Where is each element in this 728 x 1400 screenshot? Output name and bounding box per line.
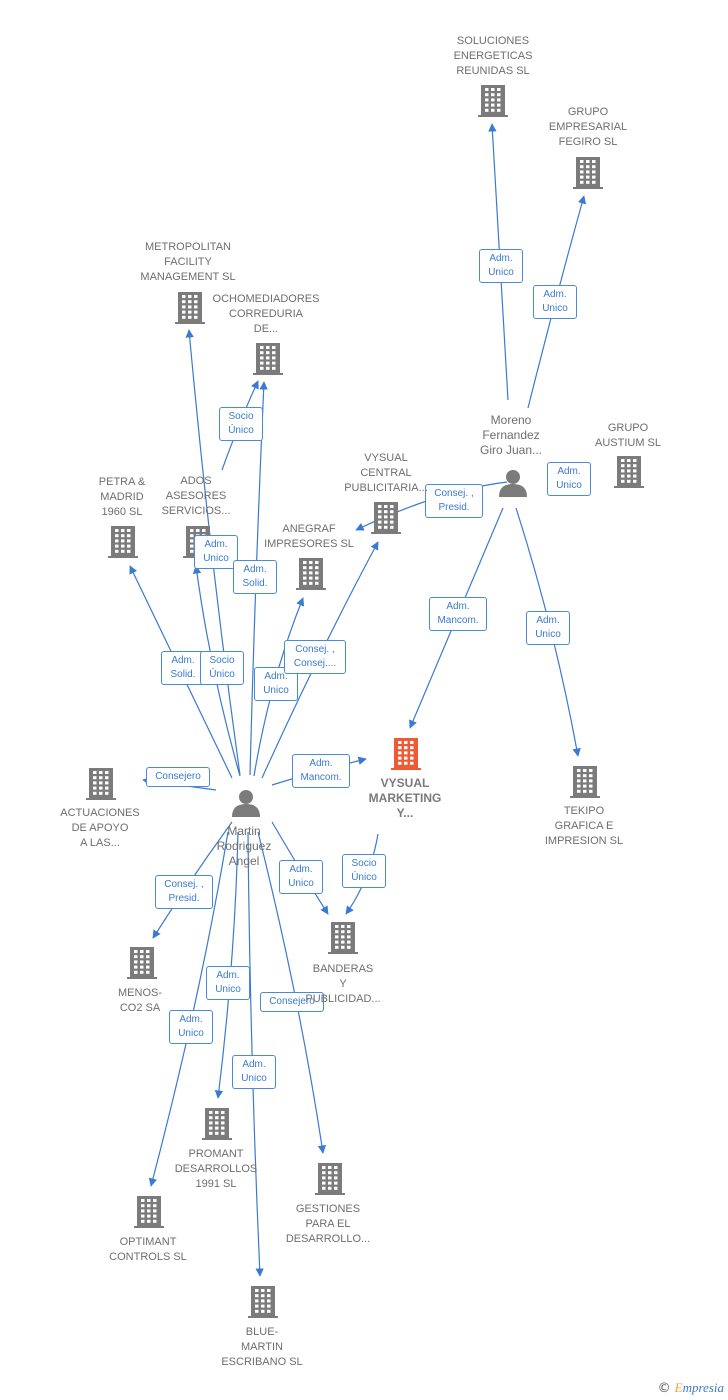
relation-label-moreno-vysual-central[interactable]: Consej. , Presid. <box>425 484 483 518</box>
relation-edge-martin-blue <box>247 831 264 1277</box>
relation-label-martin-ados[interactable]: Socio Único <box>200 651 244 685</box>
company-label-menos[interactable]: MENOS- CO2 SA <box>118 987 162 1014</box>
relation-label-martin-menos[interactable]: Consej. , Presid. <box>155 875 213 909</box>
building-icon-promant[interactable] <box>202 1108 232 1140</box>
relation-label-martin-banderas[interactable]: Adm. Unico <box>279 860 323 894</box>
building-icon-banderas[interactable] <box>328 922 358 954</box>
company-label-ados[interactable]: ADOS ASESORES SERVICIOS... <box>161 475 231 517</box>
company-label-tekipo[interactable]: TEKIPO GRAFICA E IMPRESION SL <box>544 805 624 847</box>
company-label-banderas[interactable]: BANDERAS Y PUBLICIDAD... <box>305 963 381 1005</box>
relation-label-martin-gestiones[interactable]: Consejero <box>260 992 324 1012</box>
relation-label-martin-optimant[interactable]: Adm. Unico <box>169 1010 213 1044</box>
relation-edge-martin-promant <box>214 831 239 1099</box>
relation-label-martin-ochomediadores[interactable]: Socio Único <box>219 407 263 441</box>
building-icon-menos[interactable] <box>127 947 157 979</box>
company-label-vysual-marketing[interactable]: VYSUAL MARKETING Y... <box>368 776 442 820</box>
building-icon-blue[interactable] <box>248 1286 278 1318</box>
building-icon-metropolitan[interactable] <box>175 292 205 324</box>
relation-label-moreno-tekipo[interactable]: Adm. Unico <box>526 611 570 645</box>
company-label-fegiro[interactable]: GRUPO EMPRESARIAL FEGIRO SL <box>548 106 628 148</box>
person-label-moreno[interactable]: Moreno Fernandez Giro Juan... <box>479 413 543 457</box>
company-label-petra[interactable]: PETRA & MADRID 1960 SL <box>98 476 146 518</box>
building-icon-petra[interactable] <box>108 526 138 558</box>
relation-label-martin-vysual-marketing[interactable]: Adm. Mancom. <box>292 754 350 788</box>
relation-edge-martin-optimant <box>148 831 229 1187</box>
company-label-anegraf[interactable]: ANEGRAF IMPRESORES SL <box>264 523 354 550</box>
copyright-icon: © <box>657 1381 671 1396</box>
relation-label-moreno-soluciones[interactable]: Adm. Unico <box>479 249 523 283</box>
building-icon-gestiones[interactable] <box>315 1163 345 1195</box>
person-label-martin[interactable]: Martin Rodriguez Angel <box>216 824 272 868</box>
building-icon-austium[interactable] <box>614 456 644 488</box>
relation-label-martin-promant[interactable]: Adm. Unico <box>206 966 250 1000</box>
relation-label-martin-petra[interactable]: Adm. Solid. <box>161 651 205 685</box>
building-icon-tekipo[interactable] <box>570 766 600 798</box>
building-icon-vysual-central[interactable] <box>371 502 401 534</box>
company-label-vysual-central[interactable]: VYSUAL CENTRAL PUBLICITARIA... <box>344 452 428 494</box>
building-icon-optimant[interactable] <box>134 1196 164 1228</box>
relation-label-moreno-fegiro[interactable]: Adm. Unico <box>533 285 577 319</box>
building-icon-anegraf[interactable] <box>296 558 326 590</box>
company-label-gestiones[interactable]: GESTIONES PARA EL DESARROLLO... <box>285 1203 371 1245</box>
building-icon-actuaciones[interactable] <box>86 768 116 800</box>
relation-label-martin-ochomediadores[interactable]: Adm. Solid. <box>233 560 277 594</box>
company-label-metropolitan[interactable]: METROPOLITAN FACILITY MANAGEMENT SL <box>140 241 236 283</box>
relation-label-vysual-marketing-banderas[interactable]: Socio Único <box>342 854 386 888</box>
person-icon-martin[interactable] <box>232 790 260 817</box>
company-label-ochomediadores[interactable]: OCHOMEDIADORES CORREDURIA DE... <box>212 293 320 335</box>
relation-label-martin-actuaciones[interactable]: Consejero <box>146 767 210 787</box>
relation-label-martin-vysual-central[interactable]: Consej. , Consej.... <box>284 640 346 674</box>
building-icon-soluciones[interactable] <box>478 85 508 117</box>
company-label-austium[interactable]: GRUPO AUSTIUM SL <box>594 422 661 449</box>
building-icon-fegiro[interactable] <box>573 157 603 189</box>
person-icon-moreno[interactable] <box>499 470 527 497</box>
company-label-promant[interactable]: PROMANT DESARROLLOS 1991 SL <box>174 1148 258 1190</box>
company-label-soluciones[interactable]: SOLUCIONES ENERGETICAS REUNIDAS SL <box>453 35 533 77</box>
building-icon-vysual-marketing[interactable] <box>391 738 421 770</box>
company-label-blue[interactable]: BLUE- MARTIN ESCRIBANO SL <box>221 1326 303 1368</box>
footer-brand: ©Empresia <box>658 1380 724 1396</box>
company-label-actuaciones[interactable]: ACTUACIONES DE APOYO A LAS... <box>60 807 140 849</box>
company-label-optimant[interactable]: OPTIMANT CONTROLS SL <box>109 1236 187 1263</box>
relation-label-moreno-austium[interactable]: Adm. Unico <box>547 462 591 496</box>
relation-label-moreno-vysual-marketing[interactable]: Adm. Mancom. <box>429 597 487 631</box>
relation-label-martin-blue[interactable]: Adm. Unico <box>232 1055 276 1089</box>
relation-label-martin-metropolitan[interactable]: Adm. Unico <box>194 535 238 569</box>
brand-logo: Empresia <box>674 1380 724 1395</box>
building-icon-ochomediadores[interactable] <box>253 343 283 375</box>
